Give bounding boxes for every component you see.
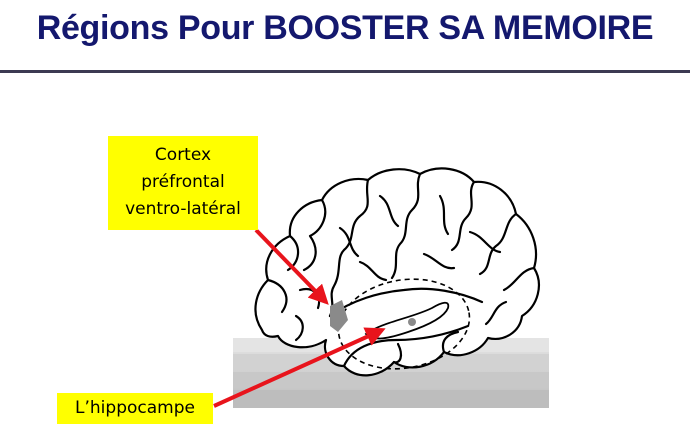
hippocampus-arrow	[213, 327, 386, 408]
prefrontal-region	[330, 300, 348, 332]
cortex-label: Cortex préfrontal ventro-latéral	[108, 136, 258, 230]
hippocampus-marker	[408, 318, 416, 326]
slide-title: Régions Pour BOOSTER SA MEMOIRE	[36, 9, 654, 47]
title-divider	[0, 70, 690, 73]
cortex-label-line-3: ventro-latéral	[125, 199, 241, 219]
hippocampus-label: L’hippocampe	[57, 393, 213, 424]
cortex-label-line-2: préfrontal	[141, 172, 225, 192]
cortex-arrow	[254, 228, 329, 305]
brain-outline	[254, 167, 540, 377]
hippocampal-region-outline	[337, 278, 471, 370]
cortex-label-line-1: Cortex	[154, 145, 212, 165]
hippocampus-shape	[364, 301, 450, 340]
